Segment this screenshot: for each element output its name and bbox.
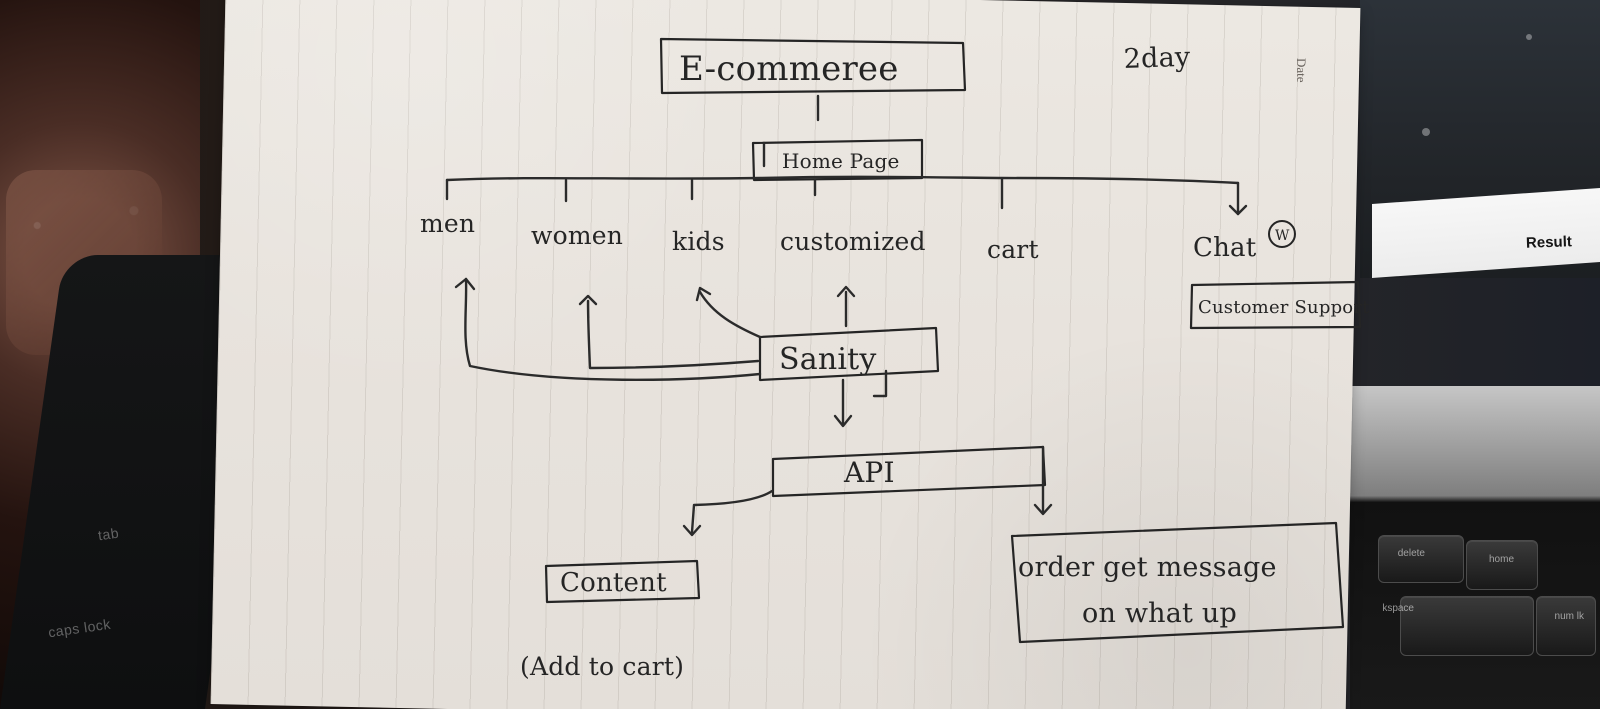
category-customized: customized — [780, 227, 926, 256]
delete-key — [1378, 535, 1464, 583]
category-cart: cart — [987, 235, 1039, 264]
screen-dot — [1422, 128, 1430, 136]
customer-support-box — [1189, 280, 1362, 330]
order-message-box — [1010, 521, 1345, 644]
category-chat: Chat — [1193, 233, 1257, 263]
home-key — [1466, 540, 1538, 590]
order-arrowhead — [1033, 503, 1053, 516]
delete-key-label: delete — [1397, 548, 1425, 559]
sanity-side-stem — [872, 369, 888, 398]
sanity-to-men-arrow — [464, 277, 762, 381]
content-arrowhead — [682, 524, 702, 537]
api-to-content-line — [690, 489, 774, 534]
backspace-key-label: kspace — [1382, 603, 1414, 614]
kids-arrowhead — [695, 286, 712, 302]
api-label: API — [843, 456, 895, 489]
home-key-label: home — [1488, 554, 1514, 565]
sanity-label: Sanity — [779, 342, 877, 377]
chat-arrowhead — [1228, 204, 1248, 216]
right-screen — [1360, 0, 1600, 278]
sanity-box — [758, 326, 940, 382]
backspace-key — [1400, 596, 1534, 656]
customer-support-label: Customer Support — [1198, 297, 1370, 318]
order-message-line-1: order get message — [1018, 552, 1277, 583]
home-page-label: Home Page — [782, 149, 900, 173]
content-box — [544, 559, 701, 604]
category-women: women — [531, 221, 623, 250]
day-note: 2day — [1123, 42, 1191, 75]
customized-arrowhead — [836, 285, 856, 298]
order-message-line-2: on what up — [1082, 598, 1237, 629]
sanity-to-api-arrowhead — [833, 414, 853, 428]
women-arrowhead — [578, 294, 598, 306]
date-label: Date — [1294, 58, 1309, 83]
add-to-cart-label: (Add to cart) — [520, 652, 684, 681]
category-branch-line — [445, 175, 1240, 185]
diagram-title: E-commeree — [679, 49, 899, 89]
api-box — [771, 445, 1047, 498]
men-arrowhead — [454, 277, 476, 291]
num-lock-key — [1536, 596, 1596, 656]
screen-dot-small — [1526, 34, 1532, 40]
category-kids: kids — [672, 227, 725, 256]
title-box — [659, 37, 967, 95]
chat-marker: W — [1275, 228, 1290, 244]
chat-marker-circle — [1268, 220, 1296, 248]
sanity-to-women-arrow — [586, 299, 760, 370]
sanity-to-kids-arrow — [698, 290, 762, 339]
category-men: men — [420, 209, 475, 238]
content-label: Content — [560, 568, 667, 598]
num-lock-key-label: num lk — [1554, 611, 1584, 622]
